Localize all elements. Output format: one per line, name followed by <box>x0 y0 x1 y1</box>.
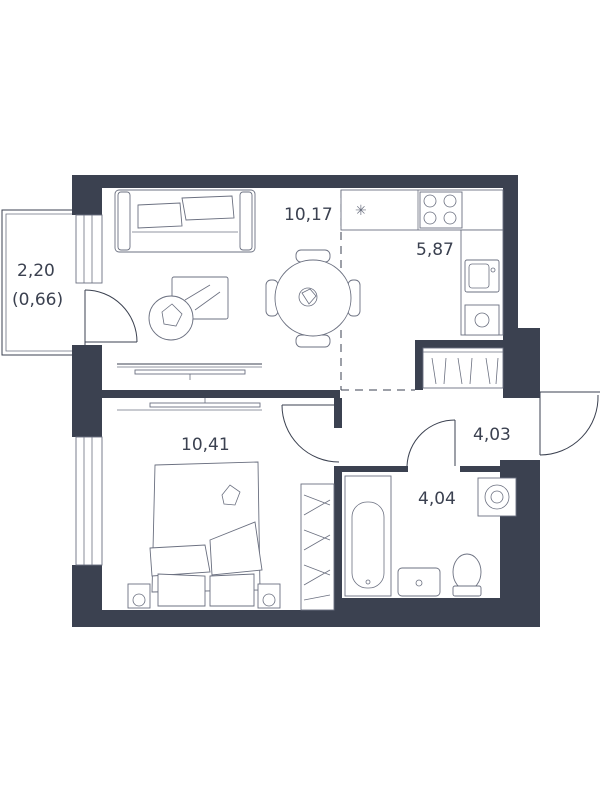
doors <box>84 289 600 467</box>
coffee-table-icon <box>148 276 229 341</box>
washing-machine-icon <box>477 477 517 517</box>
sink-icon <box>464 259 500 293</box>
toilet-icon <box>452 553 482 597</box>
boiler-icon <box>464 304 500 336</box>
living-zone <box>114 189 415 391</box>
balcony-reduced-area-label: (0,66) <box>12 290 64 310</box>
sofa-icon <box>114 189 256 253</box>
kitchen-area-label: 5,87 <box>416 240 454 260</box>
dining-table-icon <box>265 249 361 348</box>
kitchen-zone: ✳ <box>340 189 504 389</box>
washbasin-icon <box>397 567 441 597</box>
hall-area-label: 4,03 <box>473 425 511 445</box>
nightstand-icon <box>127 583 281 609</box>
hood-icon: ✳ <box>355 202 367 218</box>
bed-icon <box>149 461 263 607</box>
balcony-area-label: 2,20 <box>17 261 55 281</box>
windows <box>75 214 103 566</box>
walls <box>72 175 540 627</box>
balcony <box>1 209 72 356</box>
bedroom-area-label: 10,41 <box>181 435 230 455</box>
living-room-area-label: 10,17 <box>284 205 333 225</box>
bathroom-area-label: 4,04 <box>418 489 456 509</box>
closet-icon <box>300 483 335 611</box>
bedroom-zone <box>117 398 335 611</box>
stove-icon <box>419 191 463 229</box>
wardrobe-icon <box>422 347 504 389</box>
tv-stand-icon <box>117 363 262 380</box>
bathtub-icon <box>344 475 392 597</box>
bathroom-zone <box>344 475 517 597</box>
